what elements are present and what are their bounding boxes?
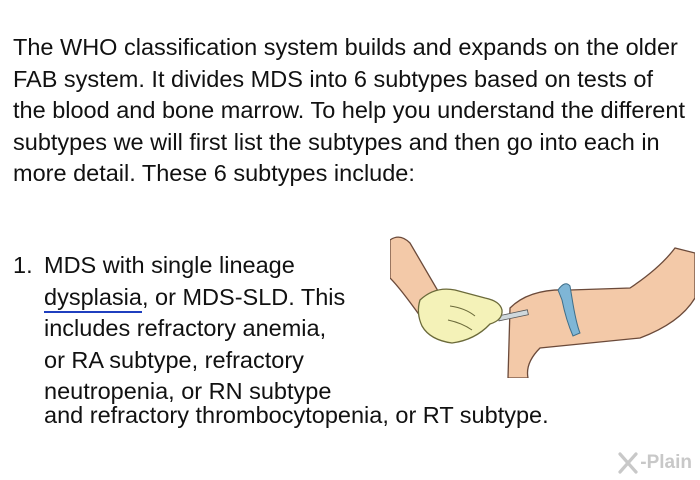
- tourniquet: [557, 283, 581, 337]
- patient-arm: [507, 247, 695, 378]
- list-item-line: neutropenia, or RN subtype: [44, 378, 332, 404]
- x-logo-icon: [618, 452, 638, 474]
- xplain-logo: -Plain: [618, 452, 692, 474]
- list-item-line: MDS with single lineage: [44, 252, 295, 278]
- list-item-line: or RA subtype, refractory: [44, 346, 304, 373]
- intro-paragraph: The WHO classification system builds and…: [13, 34, 685, 186]
- dysplasia-glossary-link[interactable]: dysplasia: [44, 283, 142, 313]
- list-item-text: , or MDS-SLD. This: [141, 283, 346, 310]
- list-item-line: includes refractory anemia,: [44, 315, 327, 341]
- gloved-hand: [417, 288, 503, 344]
- list-number: 1.: [13, 252, 33, 278]
- list-item-line: and refractory thrombocytopenia, or RT s…: [44, 402, 549, 428]
- blood-draw-illustration: [390, 236, 695, 378]
- logo-text: -Plain: [640, 452, 692, 473]
- list-item-line: dysplasia, or MDS-SLD. This: [44, 282, 345, 314]
